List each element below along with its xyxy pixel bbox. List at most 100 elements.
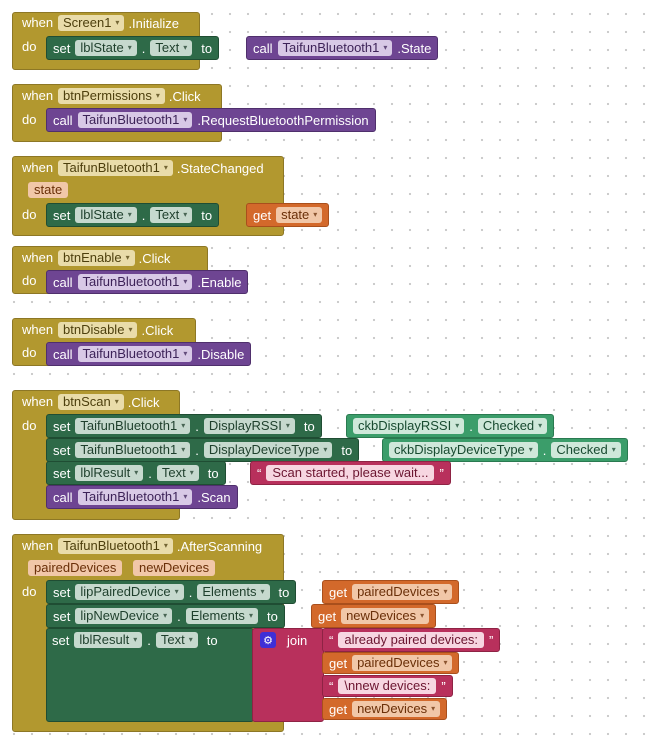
get-block[interactable]: get pairedDevices▾	[322, 580, 460, 604]
set-keyword: set	[53, 608, 71, 624]
component-dropdown[interactable]: TaifunBluetooth1▾	[58, 538, 173, 554]
gear-icon[interactable]: ⚙	[260, 632, 276, 648]
component-dropdown[interactable]: TaifunBluetooth1▾	[58, 160, 173, 176]
set-block[interactable]: set lblState▾ . Text▾ to	[46, 36, 220, 60]
property-dropdown[interactable]: DisplayDeviceType▾	[203, 442, 333, 458]
dropdown-arrow-icon: ▾	[455, 421, 460, 430]
component-dropdown[interactable]: lblResult▾	[75, 465, 144, 481]
set-keyword: set	[53, 207, 71, 223]
dropdown-arrow-icon: ▾	[431, 704, 436, 713]
text-block[interactable]: “ already paired devices: ”	[322, 628, 501, 652]
dropdown-arrow-icon: ▾	[285, 421, 290, 430]
property-dropdown[interactable]: Checked▾	[477, 418, 548, 434]
quote-close: ”	[489, 632, 494, 648]
component-dropdown[interactable]: TaifunBluetooth1▾	[77, 489, 193, 505]
component-dropdown[interactable]: TaifunBluetooth1▾	[77, 274, 193, 290]
property-dropdown[interactable]: Text▾	[150, 207, 193, 223]
component-getter-block[interactable]: ckbDisplayDeviceType▾ . Checked▾	[382, 438, 628, 462]
component-dropdown[interactable]: ckbDisplayDeviceType▾	[389, 442, 538, 458]
set-block[interactable]: set TaifunBluetooth1▾ . DisplayRSSI▾ to	[46, 414, 322, 438]
call-block[interactable]: call TaifunBluetooth1▾ .State	[246, 36, 439, 60]
call-block[interactable]: call TaifunBluetooth1▾ .RequestBluetooth…	[46, 108, 376, 132]
set-keyword: set	[53, 442, 71, 458]
set-block[interactable]: set lipNewDevice▾ . Elements▾ to	[46, 604, 285, 628]
call-block[interactable]: call TaifunBluetooth1▾ .Enable	[46, 270, 249, 294]
property-dropdown[interactable]: Checked▾	[551, 442, 621, 458]
dropdown-arrow-icon: ▾	[183, 492, 188, 501]
dropdown-arrow-icon: ▾	[420, 611, 425, 620]
component-dropdown[interactable]: lblState▾	[75, 207, 137, 223]
event-name: .Click	[138, 250, 171, 266]
set-block[interactable]: set TaifunBluetooth1▾ . DisplayDeviceTyp…	[46, 438, 360, 462]
dot-separator: .	[147, 632, 151, 648]
property-dropdown[interactable]: Text▾	[155, 632, 198, 648]
variable-dropdown[interactable]: state▾	[276, 207, 323, 223]
component-dropdown[interactable]: lipNewDevice▾	[75, 608, 173, 624]
get-keyword: get	[253, 207, 272, 223]
variable-dropdown[interactable]: newDevices▾	[341, 608, 430, 624]
text-value[interactable]: Scan started, please wait...	[266, 465, 435, 481]
param-state[interactable]: state	[28, 182, 69, 198]
dropdown-arrow-icon: ▾	[125, 253, 130, 262]
text-block[interactable]: “ Scan started, please wait... ”	[250, 461, 451, 485]
param-new-devices[interactable]: newDevices	[133, 560, 216, 576]
component-dropdown[interactable]: TaifunBluetooth1▾	[77, 112, 193, 128]
text-block[interactable]: “ \nnew devices: ”	[322, 675, 453, 697]
get-block[interactable]: get pairedDevices▾	[322, 652, 460, 674]
method-name: .Enable	[197, 274, 242, 290]
set-block[interactable]: set lipPairedDevice▾ . Elements▾ to	[46, 580, 297, 604]
component-dropdown[interactable]: btnEnable▾	[58, 250, 135, 266]
dropdown-arrow-icon: ▾	[313, 210, 318, 219]
text-value[interactable]: \nnew devices:	[338, 678, 437, 694]
set-block[interactable]: set lblState▾ . Text▾ to	[46, 203, 220, 227]
dot-separator: .	[148, 465, 152, 481]
component-dropdown[interactable]: lipPairedDevice▾	[75, 584, 184, 600]
set-block[interactable]: set lblResult▾ . Text▾ to	[46, 461, 226, 485]
component-dropdown[interactable]: Screen1▾	[58, 15, 125, 31]
dropdown-arrow-icon: ▾	[155, 91, 160, 100]
property-dropdown[interactable]: Elements▾	[197, 584, 270, 600]
call-block[interactable]: call TaifunBluetooth1▾ .Disable	[46, 342, 252, 366]
set-block[interactable]: set lblResult▾ . Text▾ to	[46, 628, 224, 652]
variable-dropdown[interactable]: pairedDevices▾	[352, 584, 453, 600]
event-name: .Click	[127, 394, 160, 410]
component-dropdown[interactable]: lblState▾	[75, 40, 137, 56]
property-dropdown[interactable]: DisplayRSSI▾	[203, 418, 295, 434]
component-dropdown[interactable]: TaifunBluetooth1▾	[77, 346, 193, 362]
component-dropdown[interactable]: TaifunBluetooth1▾	[75, 418, 191, 434]
property-dropdown[interactable]: Text▾	[156, 465, 199, 481]
component-dropdown[interactable]: lblResult▾	[74, 632, 143, 648]
do-keyword: do	[22, 112, 37, 127]
to-keyword: to	[303, 418, 315, 434]
variable-dropdown[interactable]: newDevices▾	[352, 701, 441, 717]
component-dropdown[interactable]: TaifunBluetooth1▾	[277, 40, 393, 56]
join-header: ⚙ join	[256, 630, 311, 650]
variable-dropdown[interactable]: pairedDevices▾	[352, 655, 453, 671]
text-value[interactable]: already paired devices:	[338, 632, 485, 648]
call-keyword: call	[53, 274, 73, 290]
component-dropdown[interactable]: ckbDisplayRSSI▾	[353, 418, 465, 434]
component-getter-block[interactable]: ckbDisplayRSSI▾ . Checked▾	[346, 414, 555, 438]
dropdown-arrow-icon: ▾	[115, 18, 120, 27]
param-paired-devices[interactable]: pairedDevices	[28, 560, 123, 576]
dropdown-arrow-icon: ▾	[189, 468, 194, 477]
get-keyword: get	[329, 584, 348, 600]
dropdown-arrow-icon: ▾	[134, 468, 139, 477]
call-block[interactable]: call TaifunBluetooth1▾ .Scan	[46, 485, 238, 509]
method-name: .State	[397, 40, 432, 56]
when-keyword: when	[22, 538, 54, 553]
get-block[interactable]: get newDevices▾	[322, 698, 448, 720]
component-dropdown[interactable]: btnScan▾	[58, 394, 124, 410]
property-dropdown[interactable]: Elements▾	[185, 608, 258, 624]
get-block[interactable]: get newDevices▾	[311, 604, 437, 628]
component-dropdown[interactable]: btnDisable▾	[58, 322, 138, 338]
when-keyword: when	[22, 160, 54, 175]
dropdown-arrow-icon: ▾	[163, 163, 168, 172]
get-block[interactable]: get state▾	[246, 203, 330, 227]
when-keyword: when	[22, 88, 54, 103]
call-keyword: call	[53, 489, 73, 505]
property-dropdown[interactable]: Text▾	[150, 40, 193, 56]
dot-separator: .	[177, 608, 181, 624]
component-dropdown[interactable]: TaifunBluetooth1▾	[75, 442, 191, 458]
component-dropdown[interactable]: btnPermissions▾	[58, 88, 165, 104]
